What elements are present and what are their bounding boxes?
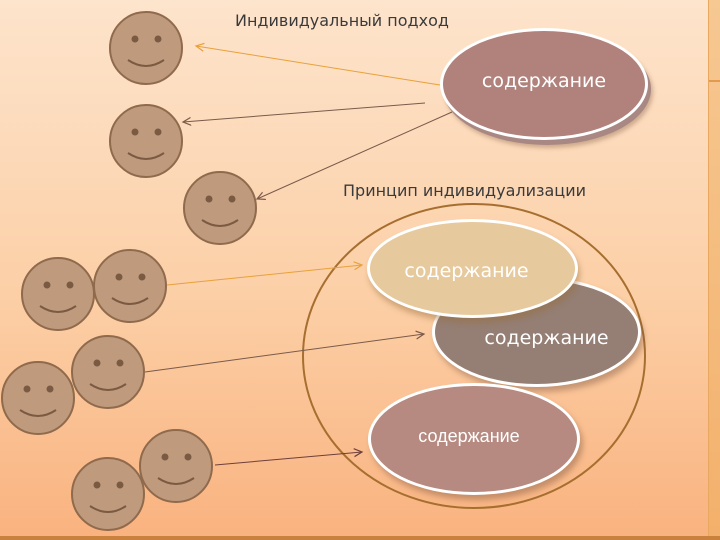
smiley-face-icon bbox=[1, 361, 75, 435]
arrow-circle-1 bbox=[166, 265, 362, 286]
arrow-top-1 bbox=[196, 46, 441, 86]
smiley-face-icon bbox=[71, 335, 145, 409]
content-ellipse-bottom: содержание bbox=[368, 383, 580, 495]
smiley-face-icon bbox=[139, 429, 213, 503]
smiley-face-icon bbox=[109, 11, 183, 85]
smiley-face-icon bbox=[21, 257, 95, 331]
smiley-face-icon bbox=[183, 171, 257, 245]
arrow-top-3 bbox=[257, 111, 453, 199]
decorative-bottom-band bbox=[0, 536, 720, 540]
decorative-side-band bbox=[708, 0, 720, 540]
content-ellipse-light: содержание bbox=[367, 219, 578, 318]
title-individualization-principle: Принцип индивидуализации bbox=[343, 181, 586, 200]
title-individual-approach: Индивидуальный подход bbox=[235, 11, 449, 30]
content-ellipse-top: содержание bbox=[440, 28, 648, 140]
arrow-top-2 bbox=[183, 102, 426, 122]
smiley-face-icon bbox=[93, 249, 167, 323]
smiley-face-icon bbox=[71, 457, 145, 531]
arrow-circle-2 bbox=[144, 334, 424, 373]
arrow-circle-3 bbox=[214, 452, 362, 466]
smiley-face-icon bbox=[109, 104, 183, 178]
individualization-circle bbox=[302, 203, 646, 509]
